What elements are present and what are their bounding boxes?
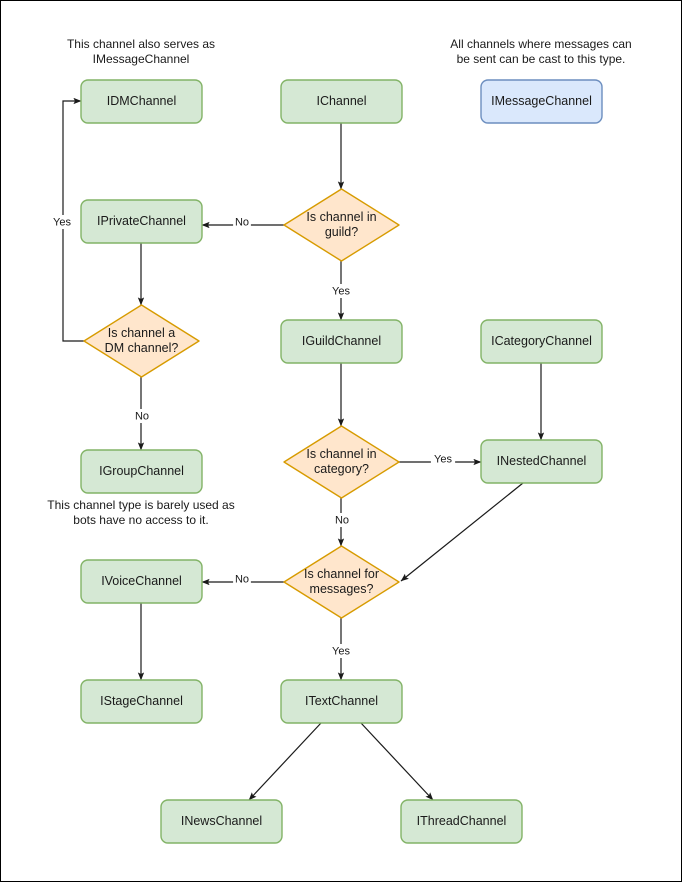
- edge-d_msg-to-itext: Yes: [328, 618, 354, 681]
- node-label: IStageChannel: [100, 694, 183, 708]
- annotation-a3: This channel type is barely used asbots …: [47, 498, 234, 527]
- annotation-line: All channels where messages can: [450, 37, 631, 51]
- edge-label-no: No: [135, 410, 149, 422]
- decision-shape[interactable]: [283, 188, 400, 262]
- process-shape[interactable]: [160, 799, 283, 844]
- process-shape[interactable]: [280, 679, 403, 724]
- edge-d_cat-to-d_msg: No: [333, 498, 351, 547]
- edge-d_dm-to-idm: Yes: [49, 97, 84, 342]
- node-label: INestedChannel: [497, 454, 587, 468]
- process-shape[interactable]: [80, 449, 203, 494]
- node-label: messages?: [310, 582, 374, 596]
- node-label: ICategoryChannel: [491, 334, 592, 348]
- node-ivoice[interactable]: IVoiceChannel: [80, 559, 203, 604]
- edge-line: [400, 482, 524, 582]
- node-icat[interactable]: ICategoryChannel: [480, 319, 603, 364]
- node-label: IGuildChannel: [302, 334, 381, 348]
- process-shape[interactable]: [80, 199, 203, 244]
- node-label: Is channel a: [108, 326, 175, 340]
- edge-label-no: No: [335, 514, 349, 526]
- node-label: IThreadChannel: [417, 814, 507, 828]
- edge-inested-to-d_msg: [400, 482, 524, 582]
- node-label: guild?: [325, 225, 358, 239]
- edge-label-backdrop: [430, 452, 456, 466]
- process-shape[interactable]: [480, 319, 603, 364]
- node-label: DM channel?: [105, 341, 179, 355]
- node-imsg[interactable]: IMessageChannel: [480, 79, 603, 124]
- edge-d_cat-to-inested: Yes: [399, 452, 482, 466]
- node-iprivate[interactable]: IPrivateChannel: [80, 199, 203, 244]
- process-shape[interactable]: [480, 439, 603, 484]
- edge-d_guild-to-iguild: Yes: [328, 261, 354, 321]
- node-label: IVoiceChannel: [101, 574, 182, 588]
- edge-label-backdrop: [233, 215, 251, 229]
- process-shape[interactable]: [280, 79, 403, 124]
- node-ichannel[interactable]: IChannel: [280, 79, 403, 124]
- annotation-line: bots have no access to it.: [73, 513, 208, 527]
- decision-shape[interactable]: [283, 545, 400, 619]
- node-label: Is channel in: [306, 447, 376, 461]
- edge-label-backdrop: [328, 284, 354, 298]
- edge-label-backdrop: [328, 644, 354, 658]
- decision-shape[interactable]: [283, 425, 400, 499]
- process-shape[interactable]: [480, 79, 603, 124]
- node-label: IDMChannel: [107, 94, 176, 108]
- edge-label-yes: Yes: [434, 453, 452, 465]
- node-label: ITextChannel: [305, 694, 378, 708]
- process-shape[interactable]: [80, 559, 203, 604]
- edge-label-yes: Yes: [332, 645, 350, 657]
- edge-label-backdrop: [133, 409, 151, 423]
- edge-label-backdrop: [233, 572, 251, 586]
- edge-label-backdrop: [49, 215, 75, 229]
- edge-line: [360, 722, 434, 801]
- node-iguild[interactable]: IGuildChannel: [280, 319, 403, 364]
- edge-label-yes: Yes: [53, 216, 71, 228]
- process-shape[interactable]: [400, 799, 523, 844]
- edge-label-backdrop: [333, 513, 351, 527]
- node-label: IPrivateChannel: [97, 214, 186, 228]
- decision-shape[interactable]: [83, 304, 200, 378]
- nodes-layer: IDMChannel IChannel IMessageChannelIPrivat…: [80, 79, 603, 844]
- node-label: category?: [314, 462, 369, 476]
- edge-label-no: No: [235, 573, 249, 585]
- edge-d_dm-to-igroup: No: [133, 377, 151, 451]
- edge-d_guild-to-iprivate: No: [201, 215, 284, 229]
- node-idm[interactable]: IDMChannel: [80, 79, 203, 124]
- node-label: IChannel: [316, 94, 366, 108]
- node-d-dm[interactable]: Is channel aDM channel?: [83, 304, 200, 378]
- node-ithread[interactable]: IThreadChannel: [400, 799, 523, 844]
- edge-line: [248, 722, 322, 801]
- node-igroup[interactable]: IGroupChannel: [80, 449, 203, 494]
- node-label: Is channel in: [306, 210, 376, 224]
- annotations-layer: This channel also serves asIMessageChann…: [47, 37, 631, 527]
- annotation-line: This channel also serves as: [67, 37, 215, 51]
- node-inews[interactable]: INewsChannel: [160, 799, 283, 844]
- edge-label-no: No: [235, 216, 249, 228]
- annotation-line: This channel type is barely used as: [47, 498, 234, 512]
- process-shape[interactable]: [280, 319, 403, 364]
- node-inested[interactable]: INestedChannel: [480, 439, 603, 484]
- process-shape[interactable]: [80, 679, 203, 724]
- node-istage[interactable]: IStageChannel: [80, 679, 203, 724]
- node-label: IGroupChannel: [99, 464, 184, 478]
- node-label: INewsChannel: [181, 814, 262, 828]
- edge-itext-to-ithread: [360, 722, 434, 801]
- node-itext[interactable]: ITextChannel: [280, 679, 403, 724]
- annotation-a1: This channel also serves asIMessageChann…: [67, 37, 215, 66]
- annotation-line: be sent can be cast to this type.: [457, 52, 626, 66]
- edge-d_msg-to-ivoice: No: [201, 572, 284, 586]
- edge-label-yes: Yes: [332, 285, 350, 297]
- annotation-line: IMessageChannel: [93, 52, 190, 66]
- process-shape[interactable]: [80, 79, 203, 124]
- node-label: Is channel for: [304, 567, 379, 581]
- node-label: IMessageChannel: [491, 94, 592, 108]
- edge-itext-to-inews: [248, 722, 322, 801]
